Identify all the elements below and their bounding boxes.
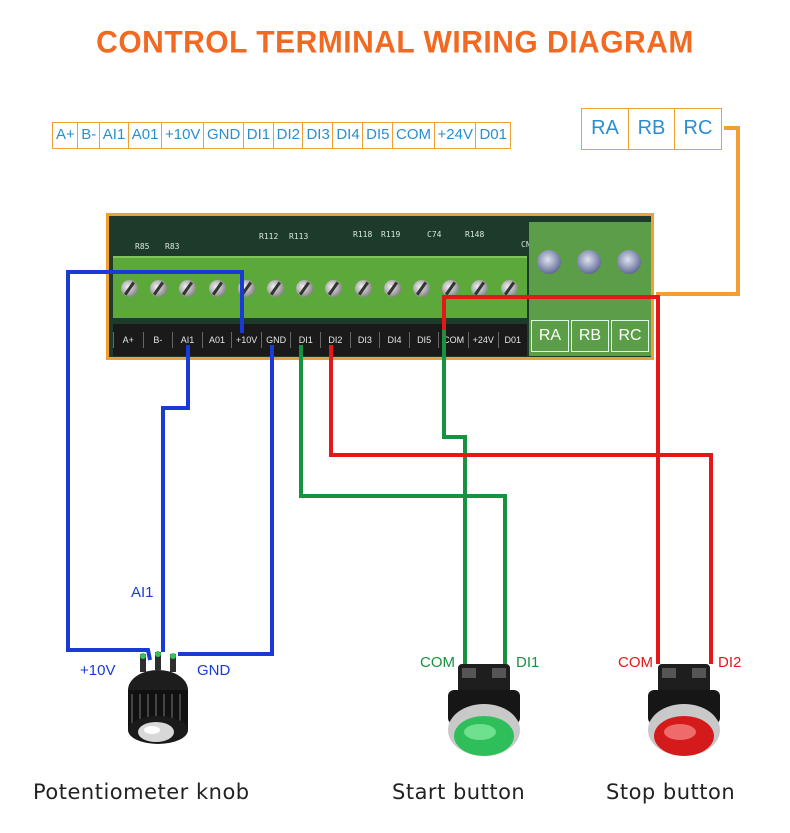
pcb-mark-4: R118 [353,230,373,239]
start-button-icon [448,664,520,756]
terminal-screw-icon [179,280,197,297]
board-strip-label-10: DI5 [408,332,439,348]
terminal-screw-icon [325,280,343,297]
pcb-mark-8: CN4 [521,240,535,249]
pcb-mark-5: R119 [381,230,401,239]
caption-start-button: Start button [392,780,526,804]
pcb-mark-0: R85 [135,242,150,251]
board-strip-label-4: +10V [231,332,261,348]
label-start-com: COM [420,654,455,671]
board-relay-label-2: RC [611,320,649,352]
blue-gnd-wire [178,345,274,656]
board-strip-label-7: DI2 [320,332,350,348]
pcb-mark-3: R113 [289,232,309,241]
board-strip-label-3: A01 [201,332,232,348]
terminal-screw-icon [413,280,430,297]
board-strip-label-12: +24V [467,332,498,348]
terminal-label-7: DI2 [272,122,304,149]
terminal-screw-icon [383,280,401,297]
terminal-screw-icon [354,280,372,297]
board-strip-label-13: D01 [497,332,528,348]
terminal-label-12: +24V [433,122,477,149]
label-stop-di2: DI2 [718,654,742,671]
board-strip-label-11: COM [438,332,468,348]
board-strip-label-0: A+ [113,332,143,348]
terminal-screw-icon [471,280,489,297]
relay-terminal-label-0: RA [581,108,629,150]
terminal-screw-icon [296,280,314,297]
terminal-label-13: D01 [475,122,511,149]
board-strip-label-9: DI4 [379,332,409,348]
terminal-screw-icon [121,280,138,297]
terminal-label-3: A01 [127,122,163,149]
terminal-screw-icon [267,280,284,297]
board-relay-label-0: RA [531,320,569,352]
relay-screw-icon [537,250,561,274]
relay-screw-icon [577,250,601,274]
orange-rc-wire [656,126,740,296]
label-10v: +10V [80,662,116,679]
pcb-mark-1: R83 [165,242,180,251]
stop-button-icon [648,664,720,756]
pcb-mark-2: R112 [259,232,279,241]
board-relay-label-1: RB [571,320,609,352]
board-strip-label-8: DI3 [349,332,380,348]
label-start-di1: DI1 [516,654,540,671]
green-di1-wire [299,345,507,664]
board-strip-label-1: B- [142,332,173,348]
control-board-photo: R85 R83 R112 R113 R118 R119 C74 R148CN4 A+B-AI1… [106,213,654,360]
potentiometer-knob-icon [128,651,188,744]
terminal-block [113,256,527,318]
label-gnd: GND [197,662,231,679]
diagram-title: CONTROL TERMINAL WIRING DIAGRAM [96,25,694,60]
board-strip-label-6: DI1 [290,332,320,348]
green-com-wire [442,300,467,664]
terminal-label-4: +10V [160,122,205,149]
relay-terminal-label-2: RC [674,108,722,150]
terminal-screw-icon [500,280,518,297]
terminal-label-9: DI4 [332,122,364,149]
relay-terminal-label-1: RB [627,108,676,150]
terminal-screw-icon [208,280,226,297]
board-strip-label-5: GND [260,332,291,348]
terminal-label-0: A+ [52,122,79,149]
blue-ai1-wire [161,345,190,652]
terminal-screw-icon [150,280,168,297]
pcb-mark-6: C74 [427,230,442,239]
terminal-label-11: COM [392,122,435,149]
board-strip-label-2: AI1 [172,332,202,348]
terminal-label-2: AI1 [98,122,130,149]
label-ai1: AI1 [131,584,154,601]
terminal-label-5: GND [202,122,245,149]
terminal-label-8: DI3 [302,122,334,149]
red-di2-wire [329,345,713,664]
caption-stop-button: Stop button [606,780,736,804]
relay-screw-icon [617,250,641,274]
pcb-mark-7: R148 [465,230,485,239]
label-stop-com: COM [618,654,653,671]
terminal-screw-icon [442,280,460,297]
terminal-label-10: DI5 [362,122,394,149]
red-com-wire [442,295,660,664]
blue-10v-wire [66,270,244,661]
caption-potentiometer: Potentiometer knob [33,780,250,804]
